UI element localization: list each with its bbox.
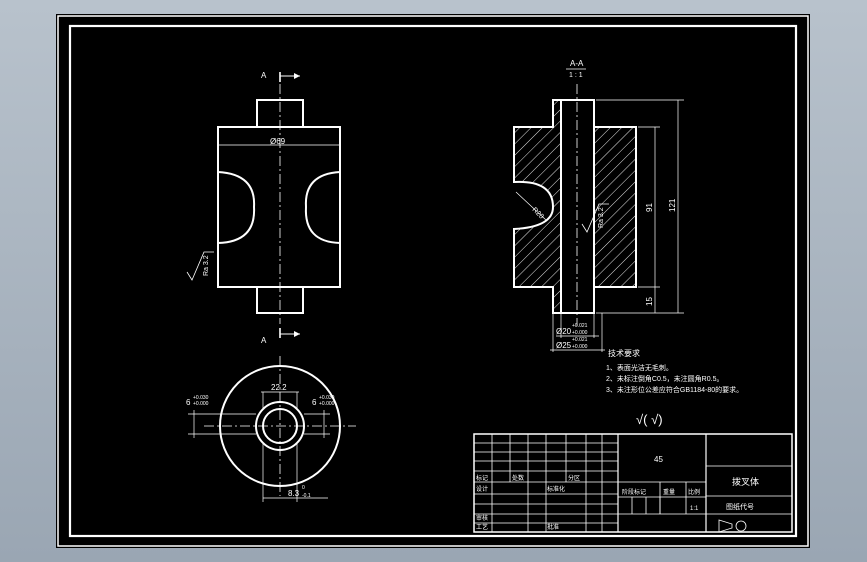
section-view-dim-bore-lower: +0.000 (572, 330, 588, 336)
top-view-dim-keyway-right-upper: +0.030 (319, 395, 335, 401)
front-view-body (217, 126, 341, 288)
title-block-label-stage-mark: 阶段标记 (622, 488, 646, 496)
tech-req-item-1: 1、表面光洁无毛刺。 (606, 363, 673, 372)
front-view-section-mark-top: A (261, 71, 267, 80)
section-view-dim-bottom: 15 (645, 297, 654, 306)
title-block-label-review: 审核 (476, 514, 488, 522)
section-view-roughness-value: Ra 3.2 (598, 207, 605, 228)
title-block-part-name: 拨叉体 (732, 476, 759, 487)
title-block-label-process: 工艺 (476, 523, 488, 531)
technical-requirements: 技术要求 1、表面光洁无毛刺。 2、未标注倒角C0.5，未注圆角R0.5。 3、… (606, 348, 743, 394)
top-view-dim-keyway-left: 6 (186, 398, 191, 407)
front-view-arrowhead-top (294, 73, 300, 79)
tech-req-item-2: 2、未标注倒角C0.5，未注圆角R0.5。 (606, 374, 723, 383)
title-block-label-zone: 分区 (568, 474, 580, 482)
title-block-label-design: 设计 (476, 485, 488, 493)
section-view-dim-bore: Ø20 (556, 327, 572, 336)
front-view-section-mark-bottom: A (261, 336, 267, 345)
section-view-radius-leader (515, 191, 547, 221)
title-block-label-weight: 重量 (663, 488, 675, 496)
tech-req-item-3: 3、未注形位公差应符合GB1184-80的要求。 (606, 385, 743, 394)
title-block-label-count: 处数 (512, 474, 524, 482)
section-view-dim-radius: R20 (531, 206, 545, 220)
outer-border (57, 15, 809, 547)
top-view-dim-keyway-left-lower: +0.000 (193, 401, 209, 407)
section-view-roughness-symbol (581, 203, 609, 233)
title-block-label-mark: 标记 (476, 474, 488, 482)
top-view-dim-depth-upper: 0 (302, 485, 305, 491)
section-view-dim-mid: 91 (645, 203, 654, 212)
projection-symbol (718, 519, 747, 533)
title-block-material: 45 (654, 455, 663, 464)
section-view-dim-boss: Ø25 (556, 341, 572, 350)
title-block-drawing-number-label: 图纸代号 (726, 502, 754, 511)
top-view-dim-depth: 8.3 (288, 489, 300, 498)
top-view: 22.2 6 +0.030 +0.000 6 +0.030 +0.000 8.3… (186, 356, 356, 502)
front-view-roughness-symbol (186, 251, 214, 281)
title-block-label-approve: 批准 (547, 523, 559, 531)
section-view-title: A-A (570, 59, 584, 68)
section-view-dim-total: 121 (668, 198, 677, 212)
section-view: A-A 1 : 1 R20 Ra 3.2 121 91 15 Ø20 +0.02… (513, 59, 684, 352)
title-block-scale-value: 1:1 (690, 506, 699, 512)
front-view-left-slot (217, 171, 256, 244)
general-roughness-symbol: √( √) (636, 412, 663, 427)
title-block (473, 433, 793, 533)
section-view-bore (560, 99, 595, 314)
top-view-dim-keyway-left-upper: +0.030 (193, 395, 209, 401)
top-view-dim-keyway-right-lower: +0.000 (319, 401, 335, 407)
section-view-dim-boss-lower: +0.000 (572, 344, 588, 350)
title-block-label-scale: 比例 (688, 488, 700, 496)
top-view-dim-width: 22.2 (271, 383, 287, 392)
inner-border (68, 24, 798, 538)
front-view: Ø69 A A Ra 3.2 (186, 71, 341, 345)
drawing-sheet: Ø69 A A Ra 3.2 A-A 1 : 1 R20 Ra 3.2 121 … (56, 14, 810, 548)
section-view-dim-boss-upper: +0.021 (572, 337, 588, 343)
title-block-label-standardize: 标准化 (547, 485, 565, 493)
section-view-scale: 1 : 1 (569, 72, 583, 79)
front-view-dim-diameter: Ø69 (270, 137, 286, 146)
top-view-dim-depth-lower: -0.1 (302, 493, 311, 499)
tech-req-title: 技术要求 (608, 348, 640, 358)
section-view-dim-bore-upper: +0.021 (572, 323, 588, 329)
drawing-canvas: Ø69 A A Ra 3.2 A-A 1 : 1 R20 Ra 3.2 121 … (57, 15, 809, 547)
front-view-right-slot (304, 171, 341, 244)
front-view-roughness-value: Ra 3.2 (203, 255, 210, 276)
top-view-dim-keyway-right: 6 (312, 398, 317, 407)
front-view-arrowhead-bottom (294, 331, 300, 337)
